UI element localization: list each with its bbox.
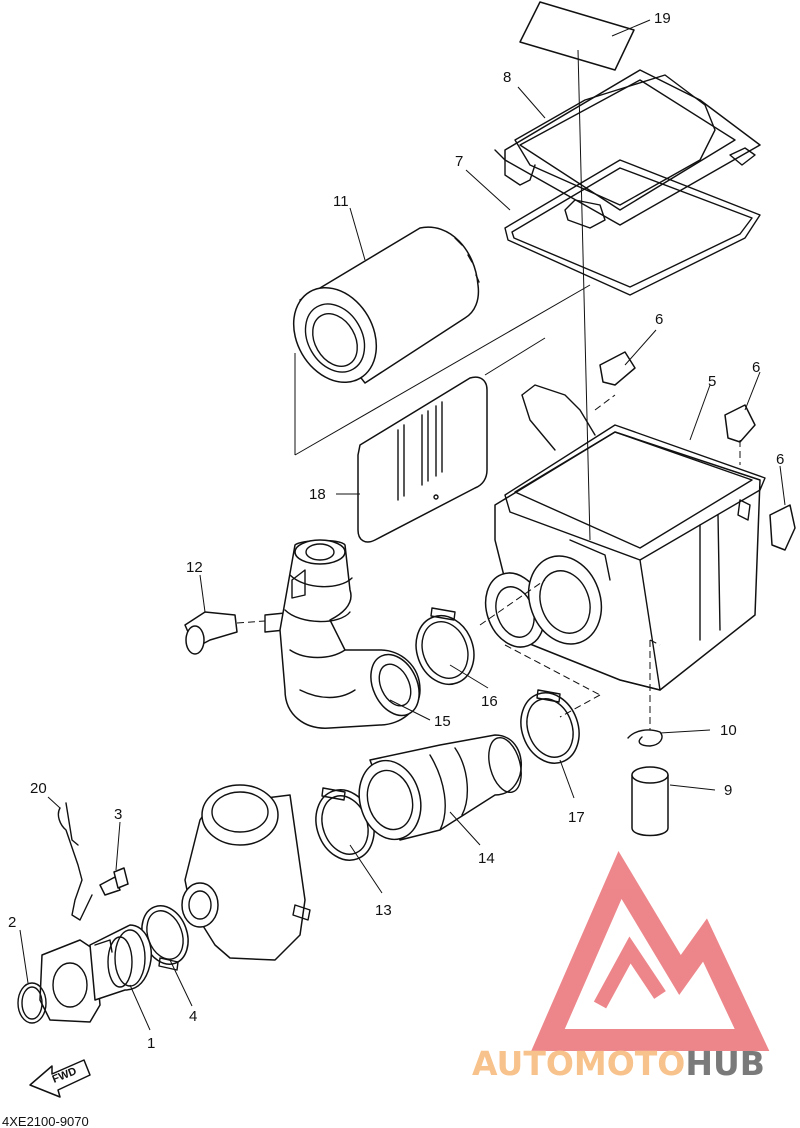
callout-7: 7 <box>455 153 463 170</box>
callout-5: 5 <box>708 373 716 390</box>
part-11-filter-element <box>292 226 480 384</box>
callout-16: 16 <box>481 693 498 710</box>
part-18-filter-plate <box>357 376 488 543</box>
callout-6a: 6 <box>655 311 663 328</box>
part-12-elbow <box>184 611 286 655</box>
callout-13: 13 <box>375 902 392 919</box>
assembly-lines <box>236 49 741 730</box>
part-6-clip-a <box>599 351 636 386</box>
part-20-holder <box>57 802 93 921</box>
part-1-carb-joint <box>39 924 152 1023</box>
callout-1: 1 <box>147 1035 155 1052</box>
part-2-o-ring <box>17 982 47 1024</box>
svg-text:AUTOMOTOHUB: AUTOMOTOHUB <box>472 1044 765 1083</box>
callout-3: 3 <box>114 806 122 823</box>
callout-6c: 6 <box>776 451 784 468</box>
callout-14: 14 <box>478 850 495 867</box>
callout-2: 2 <box>8 914 16 931</box>
automotohub-logo: AUTOMOTOHUB <box>472 851 770 1083</box>
logo-text-hub: HUB <box>685 1044 765 1083</box>
part-19-label <box>519 1 635 71</box>
part-14-joint <box>358 734 522 841</box>
carburetor <box>181 784 311 961</box>
callout-19: 19 <box>654 10 671 27</box>
callout-12: 12 <box>186 559 203 576</box>
callout-10: 10 <box>720 722 737 739</box>
callout-6b: 6 <box>752 359 760 376</box>
part-7-gasket <box>504 159 761 296</box>
leader-lines <box>19 19 786 1031</box>
fwd-arrow-icon: FWD <box>29 1059 91 1098</box>
part-15-intake-duct <box>279 539 421 729</box>
part-5-filter-case <box>484 384 766 691</box>
part-8-case-cap <box>494 69 761 229</box>
part-6-clip-b <box>724 404 756 443</box>
callout-20: 20 <box>30 780 47 797</box>
callout-15: 15 <box>434 713 451 730</box>
callout-11: 11 <box>333 193 349 210</box>
logo-text-automoto: AUTOMOTO <box>472 1044 685 1083</box>
callout-4: 4 <box>189 1008 197 1025</box>
part-10-clip <box>627 729 663 747</box>
callout-9: 9 <box>724 782 732 799</box>
callout-17: 17 <box>568 809 585 826</box>
drawing-code: 4XE2100-9070 <box>2 1114 89 1128</box>
part-16-clamp <box>415 607 475 686</box>
callout-8: 8 <box>503 69 511 86</box>
part-9-drain-plug <box>631 766 669 837</box>
callout-18: 18 <box>309 486 326 503</box>
part-3-bolt <box>99 867 129 896</box>
callout-numbers: 19 8 7 11 6 5 6 6 18 12 16 15 10 9 17 14… <box>8 10 784 1052</box>
part-17-clamp <box>520 689 580 764</box>
part-6-clip-c <box>769 504 796 551</box>
